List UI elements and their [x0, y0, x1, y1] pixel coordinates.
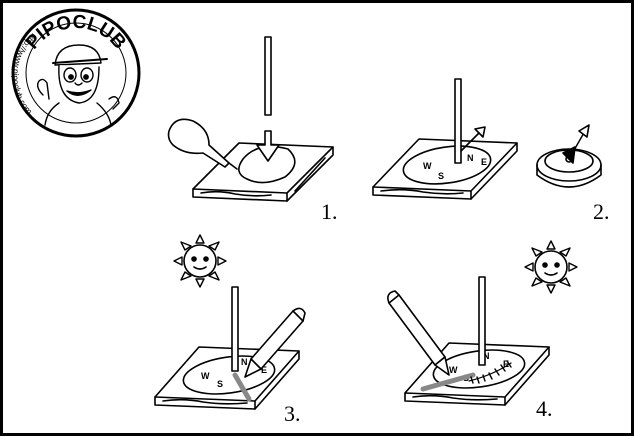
svg-text:W: W — [201, 371, 210, 381]
svg-text:E: E — [261, 365, 267, 375]
step-number-2: 2. — [593, 199, 610, 224]
shadow-line — [420, 372, 476, 392]
svg-text:W: W — [449, 365, 458, 375]
stick — [264, 36, 272, 116]
svg-text:E: E — [481, 157, 487, 167]
sun-icon — [173, 234, 227, 288]
north-arrow-icon — [460, 130, 482, 152]
shadow-line — [232, 372, 252, 402]
compass-letters: N E S W — [201, 357, 267, 389]
step-number-3: 3. — [284, 401, 301, 426]
pencil-icon — [244, 307, 306, 378]
illustration-canvas: PIPOCLUB http://www.pipoclub.com — [11, 8, 602, 410]
step-number-1: 1. — [321, 199, 338, 224]
svg-text:N: N — [467, 153, 474, 163]
stick — [454, 78, 462, 164]
stick — [478, 276, 486, 366]
mascot-icon — [36, 44, 120, 126]
panel-4: N E S W — [387, 240, 578, 406]
svg-text:W: W — [423, 161, 432, 171]
svg-text:E: E — [503, 359, 509, 369]
svg-text:N: N — [483, 351, 490, 361]
svg-text:N: N — [241, 357, 248, 367]
compass-letters: N E S W — [423, 153, 487, 181]
step-number-4: 4. — [536, 396, 553, 421]
down-arrow-icon — [256, 130, 280, 162]
dial-ellipse — [402, 145, 492, 185]
pipoclub-logo: PIPOCLUB http://www.pipoclub.com — [11, 8, 141, 138]
panel-2: N E S W — [372, 78, 602, 200]
pencil-icon — [387, 290, 450, 376]
shadow-marks — [468, 360, 512, 384]
compass-icon — [536, 124, 602, 188]
panel-1 — [167, 36, 334, 202]
panel-3: N E S W — [154, 234, 306, 410]
glue-bottle-icon — [167, 118, 238, 170]
stick — [231, 286, 239, 372]
svg-text:S: S — [438, 171, 444, 181]
sun-icon — [524, 240, 578, 294]
svg-text:S: S — [217, 379, 223, 389]
